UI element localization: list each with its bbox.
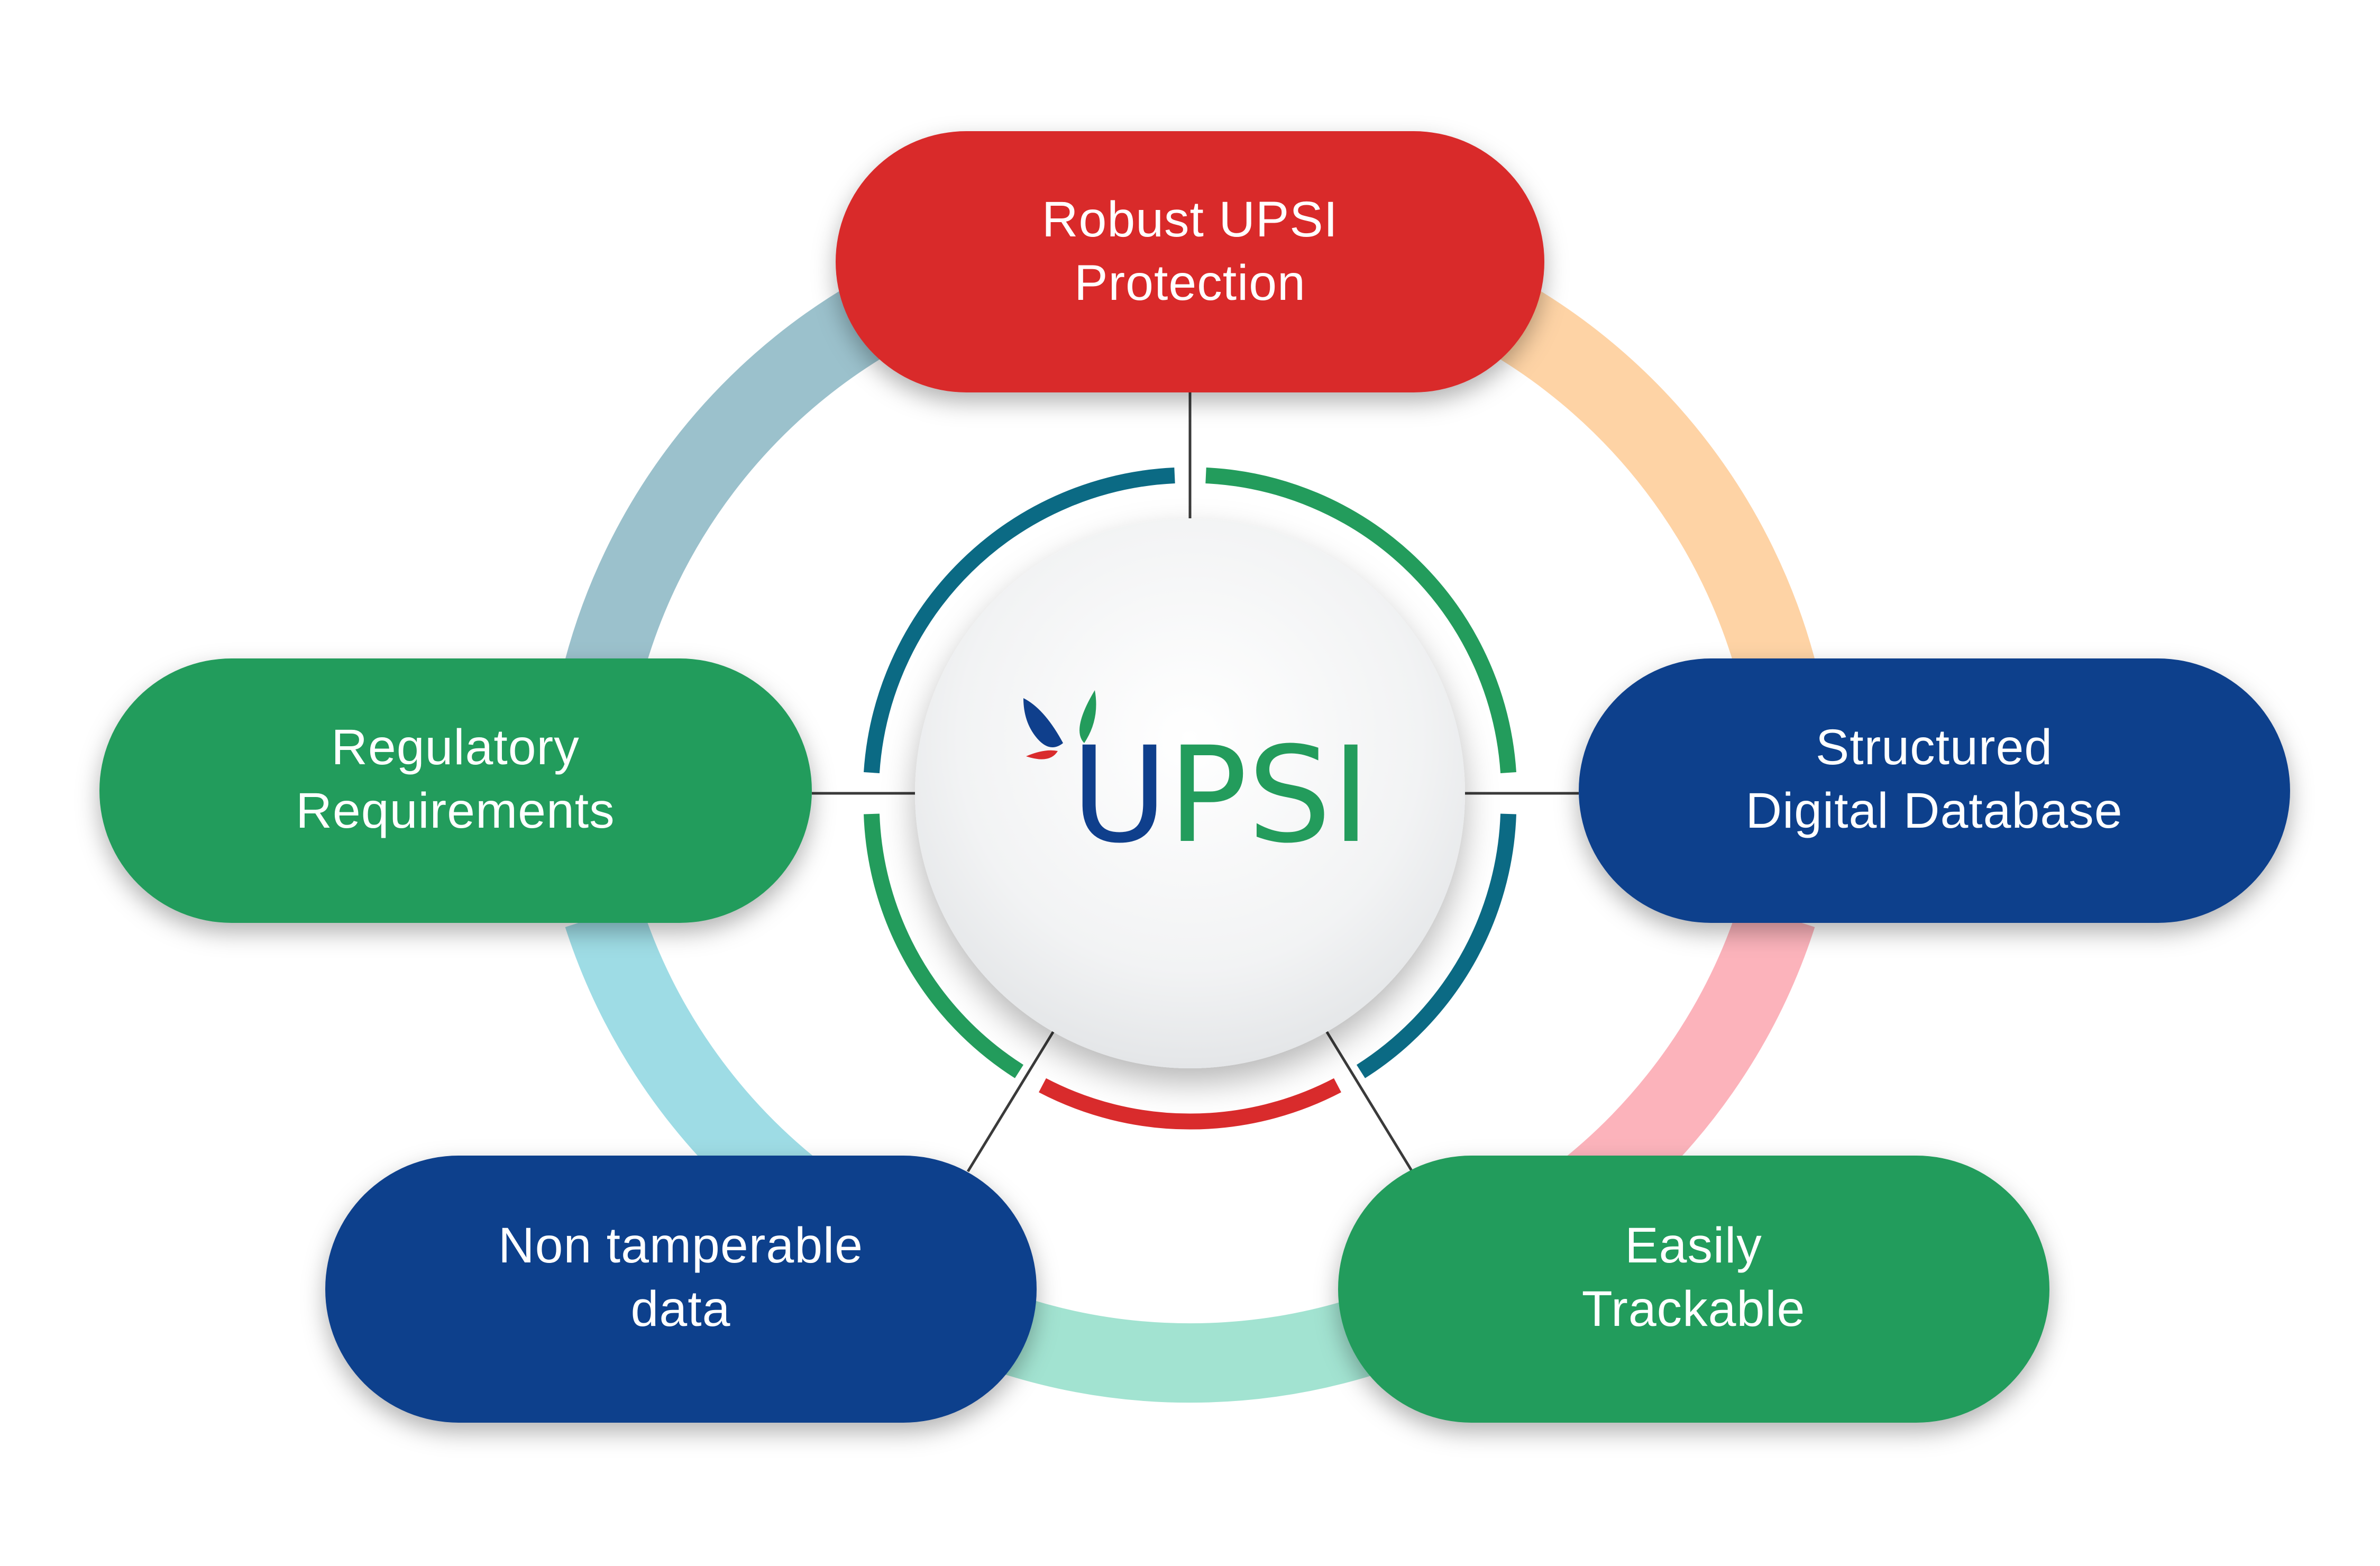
connectors — [812, 392, 1579, 1173]
node-pill — [836, 131, 1544, 392]
node-label-line-1: Regulatory — [331, 719, 579, 775]
inner-ring-arc-green-left — [864, 813, 1024, 1078]
connector-bottom-right — [1323, 1028, 1414, 1173]
logo-droplets-icon — [1023, 690, 1096, 759]
outer-ring-segment-slate — [564, 283, 893, 682]
node-label-line-1: Non tamperable — [498, 1217, 863, 1274]
node-structured-digital-database[interactable]: Structured Digital Database — [1579, 658, 2290, 923]
node-robust-upsi-protection[interactable]: Robust UPSI Protection — [836, 131, 1544, 392]
outer-ring-segment-aqua — [565, 902, 823, 1227]
outer-ring-segment-peach — [1487, 283, 1816, 682]
logo-letter-u: U — [1071, 718, 1168, 872]
inner-ring — [864, 468, 1516, 1130]
center-circle — [915, 518, 1465, 1068]
node-label-line-2: Protection — [1074, 255, 1306, 311]
logo-droplet-blue — [1023, 698, 1063, 747]
node-regulatory-requirements[interactable]: Regulatory Requirements — [99, 658, 812, 923]
outer-ring-segment-pink — [1557, 902, 1815, 1227]
logo-letters-psi: PSI — [1168, 718, 1370, 872]
logo-droplet-red — [1026, 750, 1058, 759]
inner-ring-arc-green-top — [1205, 468, 1516, 773]
node-label-line-2: Digital Database — [1745, 783, 2122, 839]
node-pill — [99, 658, 812, 923]
node-label-line-1: Robust UPSI — [1042, 191, 1338, 248]
logo-droplet-green — [1079, 690, 1096, 743]
logo-wordmark: UPSI — [1071, 718, 1370, 872]
node-label-line-2: Requirements — [296, 783, 615, 839]
node-pill — [1579, 658, 2290, 923]
upsi-logo: UPSI — [1023, 690, 1370, 872]
node-easily-trackable[interactable]: Easily Trackable — [1338, 1156, 2049, 1423]
inner-ring-arc-red-bottom — [1039, 1078, 1341, 1130]
node-label-line-2: Trackable — [1582, 1281, 1806, 1337]
node-label-line-1: Easily — [1625, 1217, 1762, 1274]
node-pill — [1338, 1156, 2049, 1423]
outer-ring-segment-mint — [992, 1295, 1388, 1403]
inner-ring-arc-teal-right — [1356, 813, 1516, 1078]
connector-bottom-left — [966, 1028, 1057, 1173]
node-label-line-1: Structured — [1816, 719, 2053, 775]
node-label-line-2: data — [631, 1281, 731, 1337]
node-non-tamperable-data[interactable]: Non tamperable data — [325, 1156, 1037, 1423]
inner-ring-arc-teal-top — [864, 468, 1175, 773]
node-pill — [325, 1156, 1037, 1423]
